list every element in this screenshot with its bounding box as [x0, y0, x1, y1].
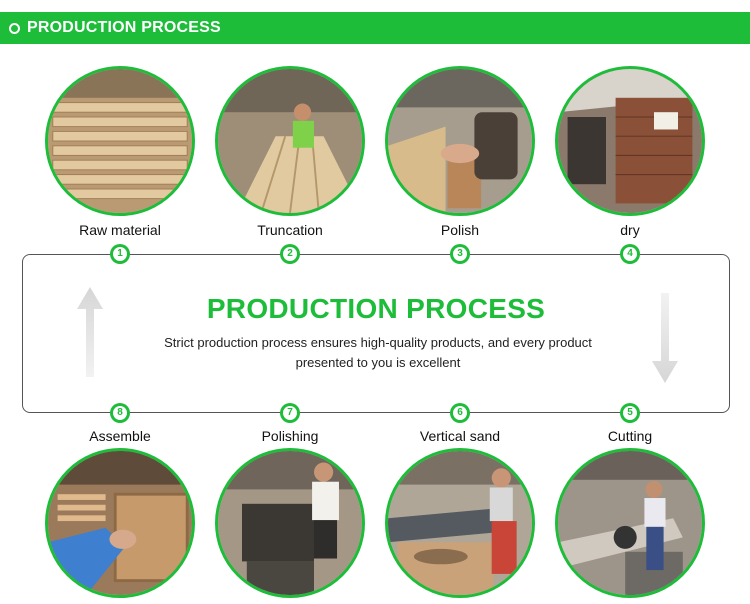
photo-polish [385, 66, 535, 216]
photo-polishing [215, 448, 365, 598]
step-label-4: dry [620, 222, 640, 238]
photo-raw-material [45, 66, 195, 216]
photo-truncation [215, 66, 365, 216]
section-title: PRODUCTION PROCESS [27, 19, 221, 36]
step-label-1: Raw material [79, 222, 161, 238]
arrow-down-icon [652, 293, 678, 383]
step-marker-3: 3 [450, 244, 470, 264]
process-summary-box: PRODUCTION PROCESS Strict production pro… [22, 254, 730, 413]
step-marker-5: 5 [620, 403, 640, 423]
step-marker-6: 6 [450, 403, 470, 423]
step-marker-2: 2 [280, 244, 300, 264]
step-label-3: Polish [440, 222, 480, 238]
step-label-6: Vertical sand [419, 428, 501, 444]
step-label-2: Truncation [257, 222, 323, 238]
step-marker-8: 8 [110, 403, 130, 423]
photo-vertical-sand [385, 448, 535, 598]
arrow-up-icon [77, 287, 103, 377]
step-marker-7: 7 [280, 403, 300, 423]
step-label-5: Cutting [607, 428, 653, 444]
photo-dry [555, 66, 705, 216]
process-title: PRODUCTION PROCESS [206, 293, 546, 324]
photo-assemble [45, 448, 195, 598]
section-header: PRODUCTION PROCESS [0, 12, 750, 44]
photo-cutting [555, 448, 705, 598]
process-description: Strict production process ensures high-q… [164, 335, 592, 370]
step-label-7: Polishing [261, 428, 319, 444]
step-label-8: Assemble [89, 428, 151, 444]
step-marker-4: 4 [620, 244, 640, 264]
circle-bullet-icon [9, 22, 20, 34]
step-marker-1: 1 [110, 244, 130, 264]
